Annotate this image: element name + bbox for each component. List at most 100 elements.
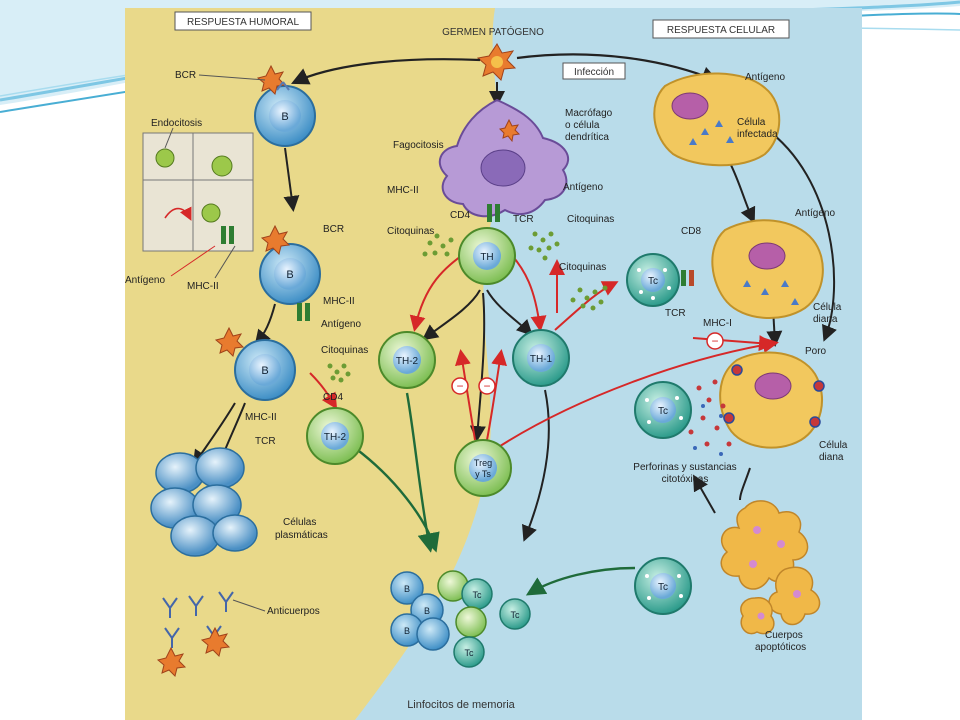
arrow-treg-to-diana-red <box>496 337 779 449</box>
th-label: TH <box>480 252 493 263</box>
celular-header-box <box>652 19 790 39</box>
arrow-germen-to-bcell <box>291 58 481 85</box>
memory-tc-label-3: Tc <box>473 590 483 600</box>
antibody-antigen-icon <box>156 626 231 677</box>
infeccion-label: Infección <box>574 67 614 78</box>
antigeno-left-label: Antígeno <box>125 275 165 286</box>
b-cell-top <box>254 64 316 147</box>
celulas-label: Células <box>283 517 316 528</box>
macrofago-label-1: Macrófago <box>565 108 613 119</box>
arrow-tc-to-memory <box>525 566 636 596</box>
treg-label-2: y Ts <box>475 469 491 479</box>
arrow-th-split-right <box>486 289 533 336</box>
celula-diana2-label-1: Célula <box>819 440 848 451</box>
mhc1-label: MHC-I <box>703 318 732 329</box>
mhc2-b-label: MHC-II <box>323 296 355 307</box>
th2-pair-label: TH-2 <box>324 432 347 443</box>
macrophage-cell <box>438 98 570 222</box>
arrow-treg-inhibit-left <box>454 349 476 441</box>
memory-tc-label-2: Tc <box>465 648 475 658</box>
poro-label: Poro <box>805 346 827 357</box>
infeccion-box <box>562 62 626 80</box>
tcr-b-label: TCR <box>255 436 276 447</box>
endocitosis-label: Endocitosis <box>151 118 202 129</box>
arrow-right-loop <box>764 127 837 342</box>
memory-b-label-3: B <box>404 584 410 594</box>
anticuerpos-label: Anticuerpos <box>267 606 320 617</box>
tc-recycle-label: Tc <box>658 582 668 593</box>
mhc2-left-label: MHC-II <box>187 281 219 292</box>
celula-inf-label-1: Célula <box>737 117 766 128</box>
bcr-mid-label: BCR <box>323 224 344 235</box>
citoquinas-b-label: Citoquinas <box>321 345 368 356</box>
bcr-top-label: BCR <box>175 70 196 81</box>
target-cell-lysing <box>719 351 825 449</box>
tc-attack-label: Tc <box>658 406 668 417</box>
perforinas-label-2: citotóxicas <box>662 474 709 485</box>
th1-cell <box>512 329 570 387</box>
tc-cell-top <box>626 253 680 307</box>
memory-b-label-1: B <box>424 606 430 616</box>
mhc2-mac-label: MHC-II <box>387 185 419 196</box>
macrofago-label-3: dendrítica <box>565 132 609 143</box>
th1-label: TH-1 <box>530 354 553 365</box>
antigen-leader <box>170 245 216 277</box>
svg-text:−: − <box>456 379 463 393</box>
arrow-th2pair-red <box>309 372 338 410</box>
humoral-header: RESPUESTA HUMORAL <box>187 17 299 28</box>
b-cell-lower <box>214 326 296 401</box>
mhc2-b2-label: MHC-II <box>245 412 277 423</box>
th-cell <box>458 227 516 285</box>
th2-pair-cell <box>306 407 364 465</box>
arrow-th1-to-tc-red <box>554 281 619 331</box>
arrow-apoptosis <box>739 467 751 501</box>
antigeno-b-label: Antígeno <box>321 319 361 330</box>
tcr-tc-label: TCR <box>665 308 686 319</box>
anticuerpos-leader <box>232 599 266 612</box>
cytokine-dots-tc <box>570 285 608 311</box>
perforinas-label-1: Perforinas y sustancias <box>633 462 736 473</box>
citoquinas-tc-label: Citoquinas <box>559 262 606 273</box>
apoptotic-bodies <box>720 500 821 635</box>
inhibition-minus-3: − <box>706 332 724 350</box>
antigeno-mac-label: Antígeno <box>563 182 603 193</box>
tc-top-label: Tc <box>648 276 658 287</box>
b-cell-lower-label: B <box>261 365 268 377</box>
bcr-top-leader <box>198 74 266 81</box>
memory-tc-label-1: Tc <box>511 610 521 620</box>
infected-cell <box>653 72 781 167</box>
plasma-cells <box>150 447 258 557</box>
endocitosis-leader <box>164 127 174 149</box>
cytokine-dots-left <box>422 233 454 257</box>
tc-cell-attack <box>634 381 692 439</box>
celular-header: RESPUESTA CELULAR <box>667 25 775 36</box>
b-cell-top-label: B <box>281 111 288 123</box>
antigeno-diana-label: Antígeno <box>795 208 835 219</box>
celula-diana-label-2: diana <box>813 314 838 325</box>
th2-mid-label: TH-2 <box>396 356 419 367</box>
arrow-treg-inhibit-right <box>486 349 508 441</box>
arrow-th-split-left <box>421 289 481 341</box>
cytokine-dots-right <box>528 231 560 261</box>
fagocitosis-label: Fagocitosis <box>393 140 444 151</box>
citoquinas-l-label: Citoquinas <box>387 226 434 237</box>
arrow-infected-to-diana <box>729 162 756 224</box>
arrow-germen-to-infected <box>516 53 720 84</box>
b-cell-mid-label: B <box>286 269 293 281</box>
macrofago-label-2: o célula <box>565 120 600 131</box>
cuerpos-label-1: Cuerpos <box>765 630 803 641</box>
cuerpos-label-2: apoptóticos <box>755 642 806 653</box>
citoquinas-r-label: Citoquinas <box>567 214 614 225</box>
inhibition-minus-1: − <box>451 377 469 395</box>
treg-label-1: Treg <box>474 458 492 468</box>
inhibition-minus-2: − <box>478 377 496 395</box>
svg-text:−: − <box>483 379 490 393</box>
immune-response-diagram: RESPUESTA HUMORAL RESPUESTA CELULAR GERM… <box>125 8 862 720</box>
pathogen-icon <box>476 43 517 81</box>
target-cell <box>681 219 824 319</box>
germen-header: GERMEN PATÓGENO <box>442 25 544 38</box>
cd4-b-label: CD4 <box>323 392 343 403</box>
arrow-b-down <box>283 147 300 212</box>
apoptotic-fragments <box>749 526 801 620</box>
treg-cell <box>454 439 512 497</box>
